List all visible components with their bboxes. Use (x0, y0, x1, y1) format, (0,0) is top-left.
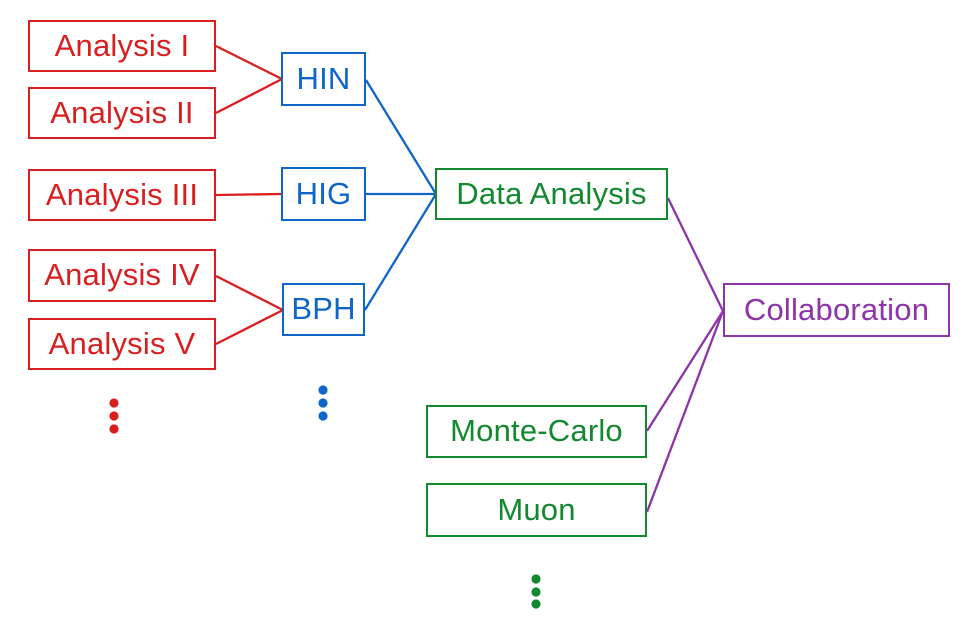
node-data-analysis: Data Analysis (435, 168, 668, 220)
node-monte-carlo: Monte-Carlo (426, 405, 647, 458)
node-hin: HIN (281, 52, 366, 106)
edge-analysis-i-to-hin (215, 44, 283, 81)
edge-monte-carlo-to-collaboration (646, 310, 724, 432)
node-analysis-iv: Analysis IV (28, 249, 216, 302)
edge-analysis-iii-to-hig (215, 192, 282, 197)
node-analysis-ii-label: Analysis II (50, 94, 194, 130)
more-groups-ellipsis-dots (318, 385, 328, 421)
node-monte-carlo-label: Monte-Carlo (450, 413, 623, 448)
node-analysis-ii: Analysis II (28, 87, 216, 139)
node-analysis-v-label: Analysis V (48, 325, 196, 361)
edge-muon-to-collaboration (645, 310, 725, 513)
node-analysis-i: Analysis I (28, 20, 216, 72)
node-analysis-v: Analysis V (28, 318, 216, 370)
edge-bph-to-data-analysis (364, 193, 437, 311)
node-analysis-iv-label: Analysis IV (44, 257, 200, 292)
node-analysis-iii: Analysis III (28, 169, 216, 221)
edge-hin-to-data-analysis (365, 79, 437, 195)
node-data-analysis-label: Data Analysis (456, 175, 647, 211)
node-analysis-iii-label: Analysis III (45, 176, 199, 212)
edge-data-analysis-to-collaboration (666, 197, 725, 312)
node-bph: BPH (282, 283, 365, 336)
more-activities-ellipsis-dots (531, 574, 541, 609)
node-analysis-i-label: Analysis I (54, 27, 190, 63)
edge-analysis-ii-to-hin (215, 77, 283, 115)
more-analyses-ellipsis-dots (109, 398, 119, 434)
node-muon-label: Muon (497, 491, 576, 527)
node-hig-label: HIG (295, 175, 352, 211)
node-bph-label: BPH (291, 291, 356, 326)
node-collaboration-label: Collaboration (743, 291, 930, 327)
node-hin-label: HIN (296, 60, 351, 96)
node-hig: HIG (281, 167, 366, 221)
node-collaboration: Collaboration (723, 283, 950, 337)
node-muon: Muon (426, 483, 647, 537)
edge-analysis-iv-to-bph (215, 274, 284, 312)
edge-analysis-v-to-bph (215, 308, 284, 346)
